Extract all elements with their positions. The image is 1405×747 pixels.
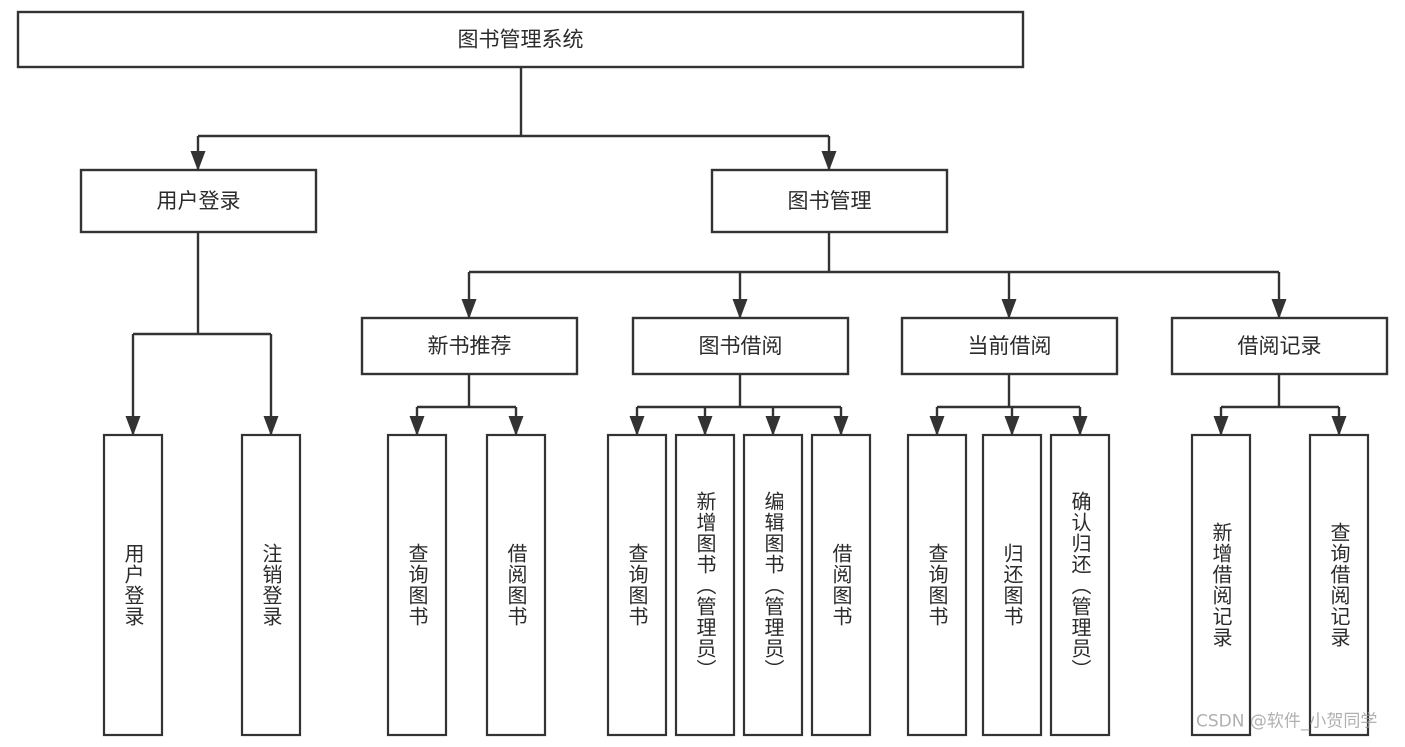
connector-book_manage [461, 232, 1287, 319]
node-box-borrow_record[interactable] [1170, 316, 1389, 376]
node-label-root: 图书管理系统 [458, 28, 584, 52]
arrow-down-icon [461, 299, 477, 319]
node-label-borrow_record: 借阅记录 [1238, 334, 1322, 358]
node-label-book_borrow: 图书借阅 [699, 334, 783, 358]
arrow-down-icon [1271, 299, 1287, 319]
leaf-box-leaf_query_book_3[interactable] [906, 433, 968, 737]
csdn-watermark: CSDN @软件_小贺同学 [1196, 711, 1378, 732]
node-box-root[interactable] [16, 10, 1025, 69]
leaf-box-leaf_confirm_return[interactable] [1049, 433, 1111, 737]
arrow-down-icon [125, 416, 141, 436]
arrow-down-icon [263, 416, 279, 436]
node-label-book_manage: 图书管理 [788, 189, 872, 213]
node-box-book_manage[interactable] [710, 168, 949, 234]
leaf-box-leaf_borrow_book_2[interactable] [810, 433, 872, 737]
leaf-box-leaf_user_login[interactable] [102, 433, 164, 737]
connector-current_borrow [929, 374, 1088, 436]
leaf-box-leaf_add_record[interactable] [1190, 433, 1252, 737]
leaf-box-leaf_edit_book[interactable] [742, 433, 804, 737]
node-label-new_book_rec: 新书推荐 [428, 334, 512, 358]
leaf-box-leaf_logout[interactable] [240, 433, 302, 737]
node-label-current_borrow: 当前借阅 [968, 334, 1052, 358]
connector-root [190, 67, 837, 171]
leaf-box-leaf_return_book[interactable] [981, 433, 1043, 737]
leaf-box-leaf_add_book[interactable] [674, 433, 736, 737]
leaf-box-leaf_borrow_book_1[interactable] [485, 433, 547, 737]
arrow-down-icon [1213, 416, 1229, 436]
node-box-book_borrow[interactable] [631, 316, 850, 376]
connector-book_borrow [629, 374, 849, 436]
arrow-down-icon [1001, 299, 1017, 319]
arrow-down-icon [1331, 416, 1347, 436]
arrow-down-icon [765, 416, 781, 436]
node-box-new_book_rec[interactable] [360, 316, 579, 376]
arrow-down-icon [409, 416, 425, 436]
arrow-down-icon [821, 151, 837, 171]
leaf-box-leaf_query_book_1[interactable] [386, 433, 448, 737]
connector-new_book_rec [409, 374, 524, 436]
node-box-current_borrow[interactable] [900, 316, 1119, 376]
arrow-down-icon [929, 416, 945, 436]
connector-borrow_record [1213, 374, 1347, 436]
connectors-layer [125, 67, 1347, 436]
arrow-down-icon [833, 416, 849, 436]
connector-user_login [125, 232, 279, 436]
leaf-box-leaf_query_record[interactable] [1308, 433, 1370, 737]
arrow-down-icon [697, 416, 713, 436]
node-box-user_login[interactable] [79, 168, 318, 234]
leaf-box-leaf_query_book_2[interactable] [606, 433, 668, 737]
boxes-layer [16, 10, 1389, 737]
arrow-down-icon [508, 416, 524, 436]
arrow-down-icon [732, 299, 748, 319]
node-label-user_login: 用户登录 [157, 189, 241, 213]
arrow-down-icon [629, 416, 645, 436]
arrow-down-icon [1004, 416, 1020, 436]
arrow-down-icon [1072, 416, 1088, 436]
arrow-down-icon [190, 151, 206, 171]
